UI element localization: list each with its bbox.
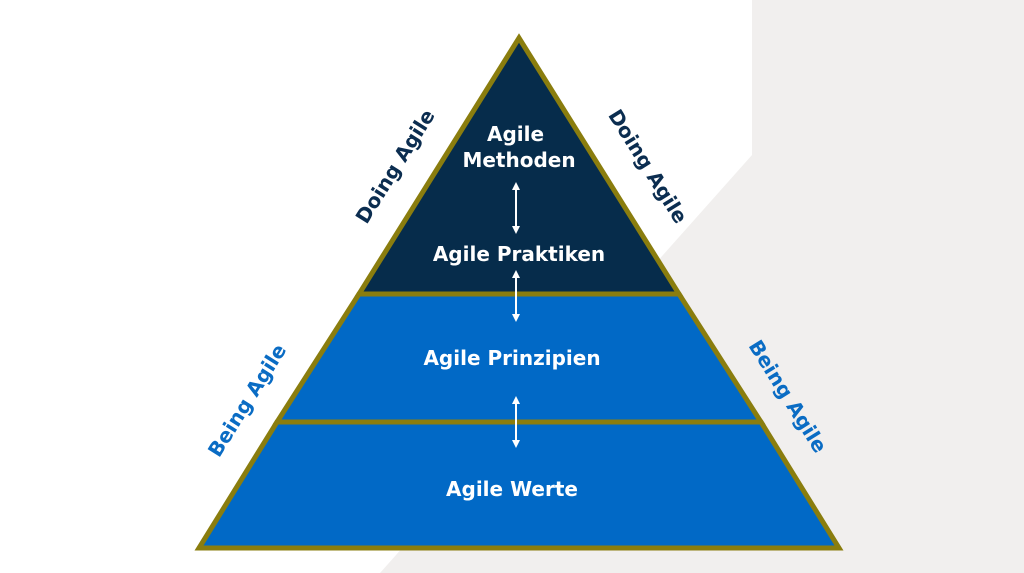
level-label-methoden-line-1: Agile — [487, 122, 544, 146]
level-label-methoden-line-2: Methoden — [462, 148, 575, 172]
level-label-prinzipien: Agile Prinzipien — [423, 346, 600, 370]
level-label-praktiken: Agile Praktiken — [433, 242, 605, 266]
level-label-werte: Agile Werte — [446, 477, 578, 501]
level-label-methoden: Agile Methoden — [462, 122, 575, 172]
pyramid-tier-werte — [194, 419, 844, 551]
